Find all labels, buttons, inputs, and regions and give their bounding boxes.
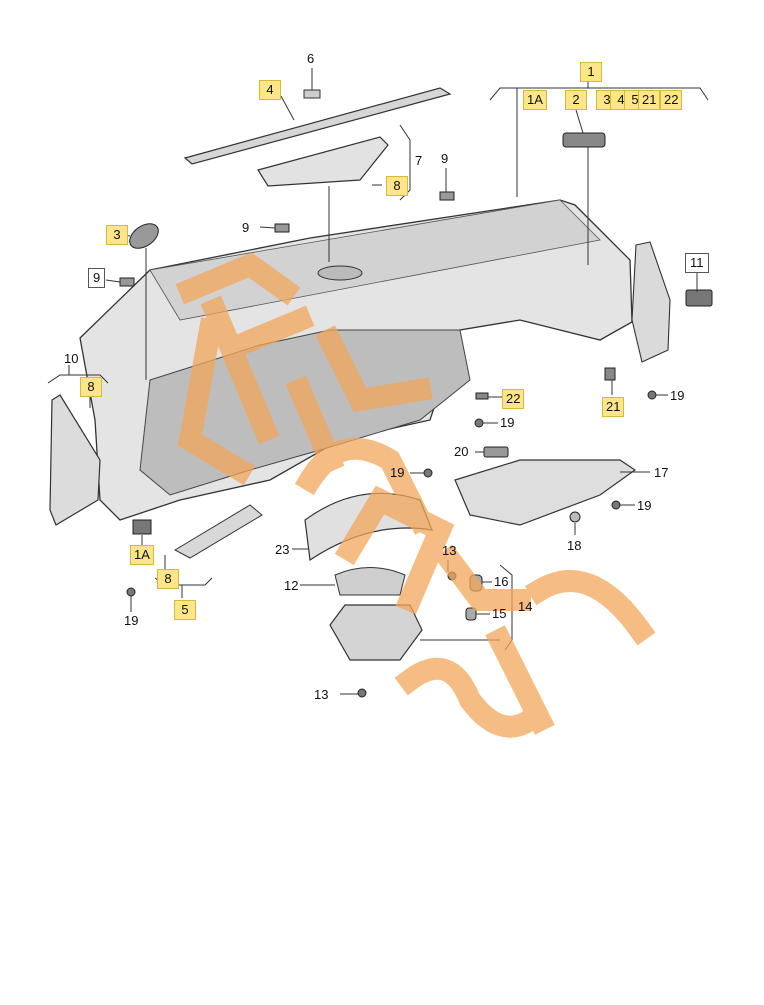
callout-22-group: 22 (660, 90, 683, 110)
callout-13-bottom: 13 (314, 687, 329, 702)
callout-14: 14 (518, 599, 533, 614)
callout-19-left: 19 (124, 613, 139, 628)
watermark (175, 252, 656, 738)
callout-21: 21 (602, 397, 625, 417)
trim-panel-part-5 (173, 504, 263, 559)
screw-19a (126, 587, 136, 597)
callout-15: 15 (492, 606, 507, 621)
callout-1a-top: 1A (523, 90, 547, 110)
screw-19d (423, 468, 433, 478)
cover-part-7 (257, 136, 389, 187)
callout-12: 12 (284, 578, 299, 593)
callout-9-left: 9 (88, 268, 106, 288)
callout-19-panel: 19 (637, 498, 652, 513)
callout-7: 7 (415, 153, 423, 168)
defroster-strip-part (183, 87, 452, 165)
end-cover-part-10 (49, 394, 101, 526)
callout-9-center: 9 (242, 220, 250, 235)
vent-part-3 (129, 223, 159, 249)
callout-6: 6 (307, 51, 315, 66)
screw-19b (647, 390, 657, 400)
callout-23: 23 (275, 542, 290, 557)
clip-part-6 (303, 89, 321, 99)
callout-21-group: 21 (638, 90, 661, 110)
screw-13b (357, 688, 367, 698)
column-cover-lower (329, 604, 423, 661)
part-21 (604, 367, 616, 381)
callout-8-top: 8 (386, 176, 408, 196)
screw-19e (611, 500, 621, 510)
callout-3: 3 (106, 225, 128, 245)
part-1a (132, 519, 152, 535)
part-22 (475, 392, 489, 400)
callout-19-right: 19 (670, 388, 685, 403)
callout-5: 5 (174, 600, 196, 620)
callout-13-top: 13 (442, 543, 457, 558)
column-cover-upper (334, 567, 406, 596)
side-panel-right (631, 241, 671, 363)
part-9a (119, 277, 135, 287)
switch-part-11 (685, 289, 713, 307)
vent-part-2 (562, 132, 606, 148)
panel-part-17 (454, 459, 637, 526)
part-20 (483, 446, 509, 458)
callout-20: 20 (454, 444, 469, 459)
part-9c (439, 191, 455, 201)
callout-4: 4 (259, 80, 281, 100)
callout-16: 16 (494, 574, 509, 589)
callout-19-center: 19 (500, 415, 515, 430)
part-9b (274, 223, 290, 233)
dashboard-top-ridge (149, 199, 601, 321)
callout-10: 10 (64, 351, 79, 366)
callout-22: 22 (502, 389, 525, 409)
clip-18 (569, 511, 581, 523)
callout-8-bottom: 8 (157, 569, 179, 589)
screw-19c (474, 418, 484, 428)
callout-9-right: 9 (441, 151, 449, 166)
callout-2: 2 (565, 90, 587, 110)
callout-1: 1 (580, 62, 602, 82)
callout-11: 11 (685, 253, 709, 273)
callout-17: 17 (654, 465, 669, 480)
callout-8-left: 8 (80, 377, 102, 397)
callout-19-mid: 19 (390, 465, 405, 480)
dashboard-center-vent (317, 265, 363, 281)
callout-1a-bottom: 1A (130, 545, 154, 565)
callout-18: 18 (567, 538, 582, 553)
